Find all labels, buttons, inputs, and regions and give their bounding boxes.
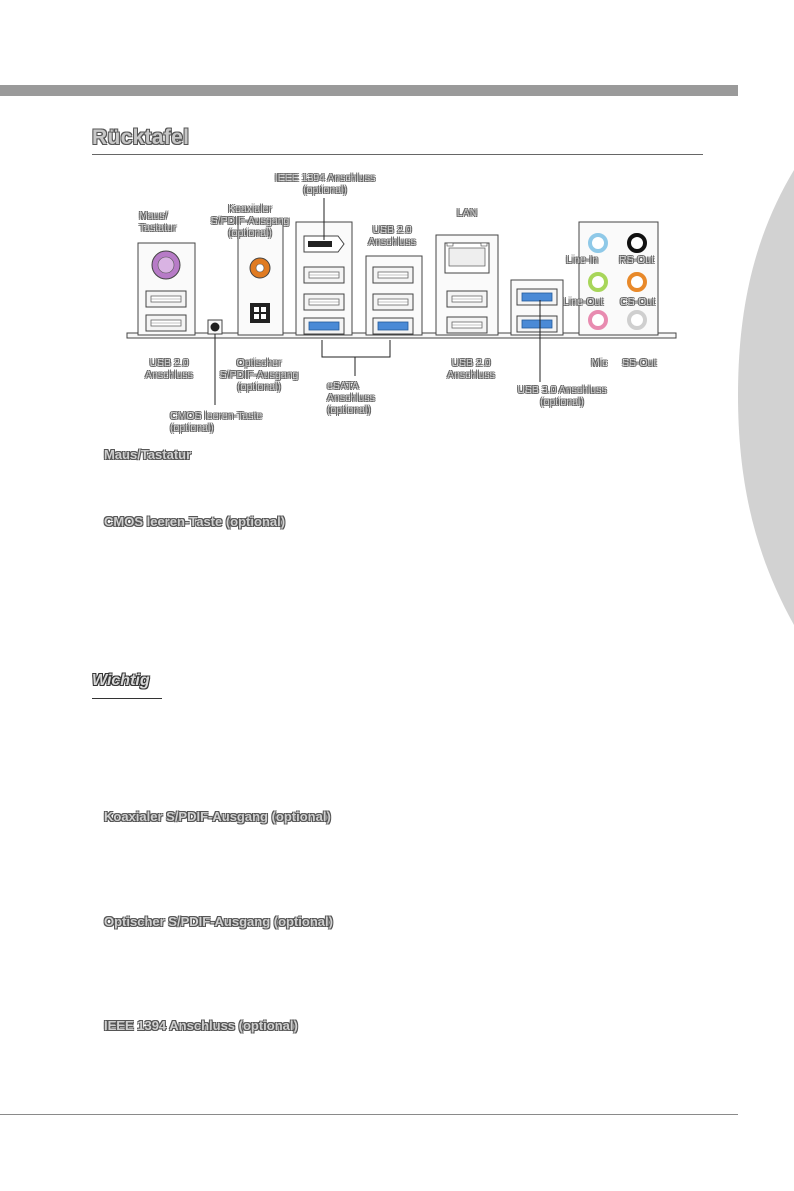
label-rs-out: RS-Out bbox=[619, 254, 655, 266]
cs-out-jack bbox=[627, 272, 647, 292]
lan-usb-block bbox=[435, 234, 499, 336]
important-rule bbox=[92, 698, 162, 699]
heading-ieee1394: IEEE 1394 Anschluss (optional) bbox=[104, 1018, 298, 1033]
mic-jack bbox=[588, 310, 608, 330]
label-usb30: USB 3.0 Anschluss(optional) bbox=[517, 384, 607, 408]
header-bar bbox=[0, 85, 738, 96]
page-title: Rücktafel bbox=[92, 126, 190, 149]
leader-esata bbox=[321, 340, 391, 358]
label-line-out: Line-Out bbox=[563, 296, 604, 308]
label-lan: LAN bbox=[456, 207, 478, 219]
label-line-in: Line-In bbox=[566, 254, 599, 266]
title-rule bbox=[92, 154, 703, 155]
line-out-jack bbox=[588, 272, 608, 292]
cmos-clear-button bbox=[207, 319, 223, 335]
label-maus-tastatur: Maus/Tastatur bbox=[139, 210, 177, 234]
optical-spdif-port bbox=[250, 303, 270, 323]
heading-maus-tastatur: Maus/Tastatur bbox=[104, 447, 192, 462]
label-mic: Mic bbox=[591, 357, 608, 369]
audio-block bbox=[578, 221, 659, 336]
heading-cmos: CMOS leeren-Taste (optional) bbox=[104, 514, 286, 529]
footer-rule bbox=[0, 1114, 738, 1115]
usb20-esata-block bbox=[365, 255, 423, 336]
label-cs-out: CS-Out bbox=[620, 296, 656, 308]
back-panel-diagram bbox=[126, 198, 677, 405]
line-in-jack bbox=[588, 233, 608, 253]
heading-optisch: Optischer S/PDIF-Ausgang (optional) bbox=[104, 914, 333, 929]
side-tab bbox=[738, 170, 794, 625]
ps2-usb-block bbox=[137, 242, 196, 336]
heading-koaxial: Koaxialer S/PDIF-Ausgang (optional) bbox=[104, 809, 331, 824]
label-ieee1394: IEEE 1394 Anschluss(optional) bbox=[274, 172, 376, 196]
label-ss-out: SS-Out bbox=[622, 357, 657, 369]
ss-out-jack bbox=[627, 310, 647, 330]
important-heading: Wichtig bbox=[92, 672, 150, 689]
rs-out-jack bbox=[627, 233, 647, 253]
spdif-block bbox=[237, 221, 284, 336]
label-cmos: CMOS leeren-Taste(optional) bbox=[170, 410, 263, 434]
usb30-block bbox=[510, 279, 564, 336]
